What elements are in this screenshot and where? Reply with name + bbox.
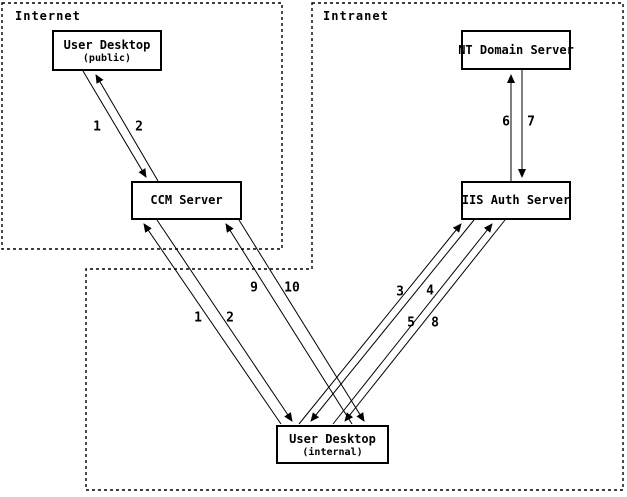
flow-label-8: 8 — [431, 315, 439, 331]
node-iis-auth-server: IIS Auth Server — [461, 181, 571, 220]
intranet-zone-border — [85, 2, 624, 491]
node-title: User Desktop — [63, 37, 151, 52]
arrow-2-ccm-to-public-desktop — [95, 74, 159, 182]
node-user-desktop-public: User Desktop (public) — [52, 30, 162, 71]
node-title: CCM Server — [150, 193, 223, 207]
node-title: User Desktop — [289, 431, 376, 446]
arrow-1-internal-desktop-to-ccm — [143, 223, 282, 425]
arrow-4-iis-to-internal-desktop — [310, 219, 475, 422]
flow-label-1-lower: 1 — [194, 310, 202, 326]
flow-label-9: 9 — [250, 280, 258, 296]
flow-label-2-lower: 2 — [226, 310, 234, 326]
zone-label-internet: Internet — [13, 9, 83, 23]
internet-zone-border — [1, 2, 283, 250]
node-title: NT Domain Server — [458, 42, 574, 57]
node-ccm-server: CCM Server — [131, 181, 242, 220]
node-user-desktop-internal: User Desktop (internal) — [276, 425, 389, 464]
node-subtitle: (public) — [82, 52, 132, 64]
flow-label-3: 3 — [396, 284, 404, 300]
node-subtitle: (internal) — [302, 446, 363, 458]
arrow-3-internal-desktop-to-iis — [298, 223, 462, 425]
arrow-9-internal-desktop-to-ccm — [225, 223, 353, 425]
flow-label-1-upper: 1 — [93, 119, 101, 135]
flow-label-6: 6 — [502, 114, 510, 130]
flow-label-2-upper: 2 — [135, 119, 143, 135]
node-title: IIS Auth Server — [461, 193, 571, 207]
zone-label-intranet: Intranet — [321, 9, 391, 23]
arrow-5-internal-desktop-to-iis — [332, 223, 493, 425]
arrow-10-ccm-to-internal-desktop — [238, 219, 365, 422]
flow-label-4: 4 — [426, 283, 434, 299]
node-nt-domain-server: NT Domain Server — [458, 30, 574, 70]
arrow-1-public-desktop-to-ccm — [82, 70, 147, 178]
arrow-2-ccm-to-internal-desktop — [156, 219, 293, 422]
flow-label-10: 10 — [284, 280, 300, 296]
arrow-8-iis-to-internal-desktop — [344, 219, 506, 422]
flow-label-7: 7 — [527, 114, 535, 130]
flow-label-5: 5 — [407, 315, 415, 331]
